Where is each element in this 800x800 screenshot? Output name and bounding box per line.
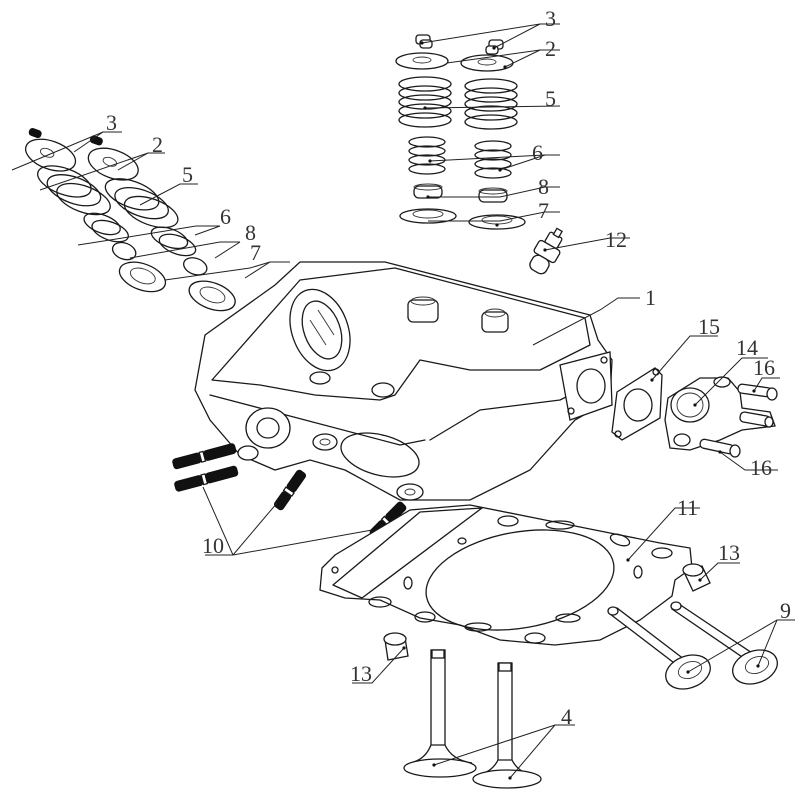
callout-4[interactable]: 4 — [561, 704, 572, 729]
bolt-lower — [699, 438, 741, 458]
callout-3-left[interactable]: 3 — [106, 110, 117, 135]
callout-11[interactable]: 11 — [677, 495, 698, 520]
spring-seat-left-2 — [188, 280, 236, 312]
callout-10[interactable]: 10 — [202, 533, 224, 558]
valve-retainer-top-left — [395, 52, 449, 70]
callout-13-right[interactable]: 13 — [718, 540, 740, 565]
head-gasket — [319, 504, 693, 646]
callout-12[interactable]: 12 — [605, 227, 627, 252]
stem-seal-top-right — [478, 187, 508, 203]
valve-retainer-left-1 — [25, 138, 77, 172]
callout-5-top[interactable]: 5 — [545, 86, 556, 111]
callout-2-top[interactable]: 2 — [545, 36, 556, 61]
dowel-pin-left — [383, 632, 409, 661]
callout-6-top[interactable]: 6 — [532, 140, 543, 165]
stem-seal-left-1 — [111, 241, 137, 261]
callout-1[interactable]: 1 — [645, 285, 656, 310]
inner-spring-top-left — [408, 136, 446, 175]
spring-seat-top-right — [468, 214, 526, 230]
callout-8-top[interactable]: 8 — [538, 174, 549, 199]
callout-5-left[interactable]: 5 — [182, 162, 193, 187]
outer-spring-left-2 — [104, 178, 179, 229]
inner-spring-left-1 — [83, 212, 129, 243]
stem-seal-left-2 — [182, 257, 208, 276]
exhaust-valve-left — [607, 606, 711, 690]
callout-7-left[interactable]: 7 — [250, 240, 261, 265]
intake-valve-right — [472, 662, 542, 789]
left-valve-train-group — [25, 128, 236, 312]
callout-6-left[interactable]: 6 — [220, 204, 231, 229]
intake-valve-left — [403, 649, 477, 778]
spark-plug — [529, 227, 563, 275]
inner-spring-top-right — [474, 140, 512, 179]
callout-9[interactable]: 9 — [780, 598, 791, 623]
spring-seat-top-left — [399, 208, 457, 224]
exhaust-valve-right — [670, 601, 778, 685]
dowel-pin-right — [682, 563, 711, 592]
callout-16-upper[interactable]: 16 — [753, 355, 775, 380]
top-valve-train-group — [395, 23, 561, 230]
spring-seat-left-1 — [118, 261, 167, 293]
callout-15[interactable]: 15 — [698, 314, 720, 339]
valve-cotter-top-left — [415, 34, 433, 49]
callout-16-lower[interactable]: 16 — [750, 455, 772, 480]
callout-2-left[interactable]: 2 — [152, 132, 163, 157]
callout-13-left[interactable]: 13 — [350, 661, 372, 686]
outer-spring-top-right — [464, 78, 518, 130]
callout-3-top[interactable]: 3 — [545, 6, 556, 31]
callout-7-top[interactable]: 7 — [538, 198, 549, 223]
outer-spring-left-1 — [37, 165, 111, 216]
intake-pipe — [664, 376, 776, 451]
valve-cotter-left-1 — [28, 128, 42, 139]
callout-14[interactable]: 14 — [736, 335, 758, 360]
inner-spring-left-2 — [150, 226, 197, 257]
outer-spring-top-left — [398, 76, 452, 128]
stud-bolts — [172, 443, 407, 539]
callout-8-left[interactable]: 8 — [245, 220, 256, 245]
insulator-gasket — [611, 367, 663, 441]
valve-retainer-left-2 — [87, 147, 139, 181]
cylinder-head — [194, 261, 613, 501]
